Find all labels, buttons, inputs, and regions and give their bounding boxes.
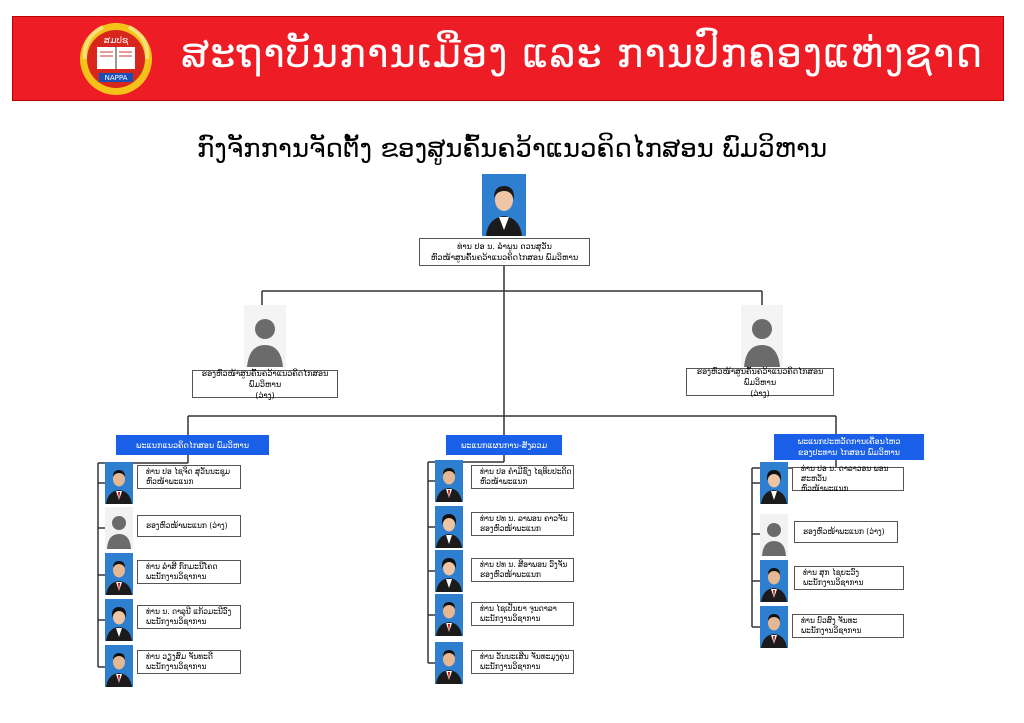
member-position: ພະນັກງານວິຊາການ	[801, 626, 862, 635]
member-box: ທ່ານ ປອ ຄຳມີຊົງ ໄຊທິບປະດິດຫົວໜ້າພະແນກ	[471, 465, 574, 489]
dept-header-planning: ພະແນກແຜນການ-ສັງລວມ	[446, 435, 562, 455]
deputy-left-box: ຮອງຫົວໜ້າສູນຄົ້ນຄວ້າແນວຄິດໄກສອນ ພົມວິຫານ…	[192, 368, 338, 400]
member-photo	[435, 642, 463, 684]
member-box: ທ່ານ ວັນນະເສີນ ຈັນທະມຸງຄຸນພະນັກງານວິຊາກາ…	[471, 650, 574, 674]
member-position: ພະນັກງານວິຊາການ	[480, 614, 541, 623]
deputy-right-position: ຮອງຫົວໜ້າສູນຄົ້ນຄວ້າແນວຄິດໄກສອນ ພົມວິຫານ	[696, 366, 824, 387]
dept-title: ພະແນກປະຫວັດການເຄື່ອນໄຫວ	[797, 437, 901, 446]
member-name: ທ່ານ ວຽງສົມ ຈັນທະດີ	[146, 652, 213, 661]
member-box: ທ່ານ ໄຊເປັນຍາ ຈຸນດາລາພະນັກງານວິຊາການ	[471, 602, 574, 626]
member-name: ທ່ານ ວັນນະເສີນ ຈັນທະມຸງຄຸນ	[480, 652, 570, 661]
deputy-left-status: (ວ່າງ)	[255, 390, 275, 400]
dept-title: ພະແນກແນວຄິດໄກສອນ ພົມວິຫານ	[136, 440, 249, 450]
member-name: ຮອງຫົວໜ້າພະແນກ (ວ່າງ)	[803, 527, 885, 536]
member-position: ຫົວໜ້າພະແນກ	[801, 484, 849, 493]
member-position: ຮອງຫົວໜ້າພະແນກ	[480, 524, 541, 533]
member-position: ພະນັກງານວິຊາການ	[146, 572, 207, 581]
member-box: ທ່ານ ປອ ໄຊຈິດ ສຸວັນນະຊຸມຫົວໜ້າພະແນກ	[137, 465, 241, 489]
member-position: ພະນັກງານວິຊາການ	[480, 662, 541, 671]
member-position: ພະນັກງານວິຊາການ	[146, 662, 207, 671]
member-box: ທ່ານ ປອ ນ. ດາລາວອນ ພອນສະຫວັນຫົວໜ້າພະແນກ	[792, 464, 904, 493]
member-position: ຫົວໜ້າພະແນກ	[480, 477, 528, 486]
member-box: ທ່ານ ບົວສົງ ຈັນທະພະນັກງານວິຊາການ	[792, 614, 904, 638]
member-photo	[760, 560, 788, 602]
member-photo	[435, 460, 463, 502]
dept-header-history: ພະແນກປະຫວັດການເຄື່ອນໄຫວ ຂອງປະທານ ໄກສອນ ພ…	[774, 434, 924, 460]
member-position: ຫົວໜ້າພະແນກ	[146, 477, 194, 486]
member-name: ທ່ານ ປອ ຄຳມີຊົງ ໄຊທິບປະດິດ	[480, 467, 572, 476]
director-box: ທ່ານ ປອ ນ. ລຳພູນ ດວນສຸວັນ ຫົວໜ້າສູນຄົ້ນຄ…	[419, 238, 590, 266]
member-box: ທ່ານ ປທ ນ. ສີອາພອນ ວົງຈັນຮອງຫົວໜ້າພະແນກ	[471, 558, 574, 582]
member-box: ຮອງຫົວໜ້າພະແນກ (ວ່າງ)	[137, 515, 241, 537]
deputy-left-photo	[244, 305, 286, 367]
member-photo	[105, 553, 133, 595]
member-name: ທ່ານ ໄຊເປັນຍາ ຈຸນດາລາ	[480, 604, 557, 613]
nappa-logo: ສມປຊ NAPPA	[73, 21, 159, 97]
member-photo	[105, 599, 133, 641]
member-photo	[105, 645, 133, 687]
director-position: ຫົວໜ້າສູນຄົ້ນຄວ້າແນວຄິດໄກສອນ ພົມວິຫານ	[430, 253, 579, 262]
member-position: ພະນັກງານວິຊາການ	[803, 578, 864, 587]
deputy-right-status: (ວ່າງ)	[750, 388, 770, 398]
member-photo-vacant	[760, 514, 788, 556]
deputy-right-box: ຮອງຫົວໜ້າສູນຄົ້ນຄວ້າແນວຄິດໄກສອນ ພົມວິຫານ…	[686, 366, 834, 398]
member-box: ຮອງຫົວໜ້າພະແນກ (ວ່າງ)	[794, 521, 898, 543]
member-box: ທ່ານ ນ. ດາລຸນີ ແກ້ວມະນີວົງພະນັກງານວິຊາກາ…	[137, 605, 241, 629]
member-box: ທ່ານ ລຳສີ ກົກມະນີໂຄດພະນັກງານວິຊາການ	[137, 560, 241, 584]
member-name: ທ່ານ ປທ ນ. ສີອາພອນ ວົງຈັນ	[480, 560, 568, 569]
header-banner: ສມປຊ NAPPA ສະຖາບັນການເມືອງ ແລະ ການປົກຄອງ…	[12, 16, 1004, 101]
deputy-left-position: ຮອງຫົວໜ້າສູນຄົ້ນຄວ້າແນວຄິດໄກສອນ ພົມວິຫານ	[201, 368, 329, 389]
member-position: ຮອງຫົວໜ້າພະແນກ	[480, 570, 541, 579]
member-photo	[435, 550, 463, 592]
member-photo-vacant	[105, 507, 133, 549]
dept-subtitle: ຂອງປະທານ ໄກສອນ ພົມວິຫານ	[798, 448, 900, 457]
member-photo	[105, 462, 133, 504]
dept-header-ideology: ພະແນກແນວຄິດໄກສອນ ພົມວິຫານ	[116, 435, 269, 455]
director-name: ທ່ານ ປອ ນ. ລຳພູນ ດວນສຸວັນ	[457, 242, 552, 251]
member-position: ພະນັກງານວິຊາການ	[146, 617, 207, 626]
banner-title: ສະຖາບັນການເມືອງ ແລະ ການປົກຄອງແຫ່ງຊາດ	[181, 31, 984, 77]
member-photo	[760, 462, 788, 504]
page-title: ກົງຈັກການຈັດຕັ້ງ ຂອງສູນຄົ້ນຄວ້າແນວຄິດໄກສ…	[196, 134, 828, 164]
deputy-right-photo	[741, 305, 783, 367]
member-name: ທ່ານ ນ. ດາລຸນີ ແກ້ວມະນີວົງ	[146, 607, 232, 616]
member-name: ທ່ານ ປອ ນ. ດາລາວອນ ພອນສະຫວັນ	[801, 464, 889, 483]
dept-title: ພະແນກແຜນການ-ສັງລວມ	[460, 440, 548, 450]
member-box: ທ່ານ ສຸກ ໄຊຍະວົງພະນັກງານວິຊາການ	[794, 566, 904, 590]
director-photo	[482, 174, 526, 236]
member-name: ຮອງຫົວໜ້າພະແນກ (ວ່າງ)	[146, 521, 228, 530]
member-name: ທ່ານ ສຸກ ໄຊຍະວົງ	[803, 568, 860, 577]
member-photo	[435, 506, 463, 548]
logo-text-bottom: NAPPA	[105, 74, 128, 82]
member-name: ທ່ານ ລຳສີ ກົກມະນີໂຄດ	[146, 562, 218, 571]
member-box: ທ່ານ ວຽງສົມ ຈັນທະດີພະນັກງານວິຊາການ	[137, 650, 241, 674]
member-box: ທ່ານ ປທ ນ. ລາພອນ ຄາວຈັນຮອງຫົວໜ້າພະແນກ	[471, 512, 574, 536]
member-name: ທ່ານ ປທ ນ. ລາພອນ ຄາວຈັນ	[480, 514, 568, 523]
member-photo	[435, 594, 463, 636]
member-photo	[760, 606, 788, 648]
member-name: ທ່ານ ບົວສົງ ຈັນທະ	[801, 616, 858, 625]
member-name: ທ່ານ ປອ ໄຊຈິດ ສຸວັນນະຊຸມ	[146, 467, 231, 476]
logo-text-top: ສມປຊ	[104, 36, 129, 46]
